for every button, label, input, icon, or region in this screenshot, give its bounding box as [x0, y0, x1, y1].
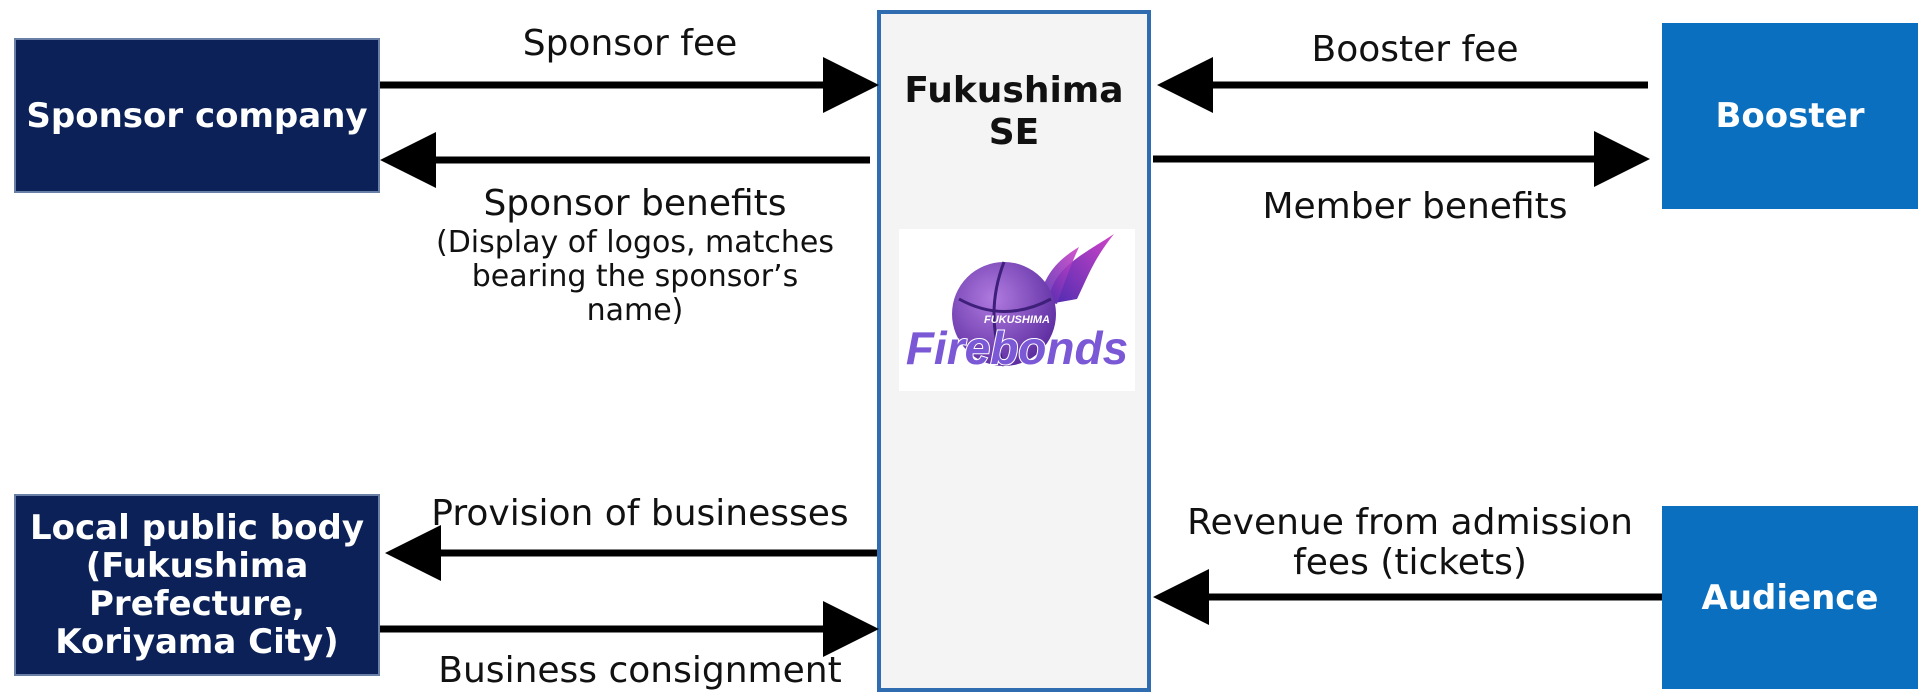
sponsor-company-label: Sponsor company: [26, 95, 368, 136]
fukushima-se-title: Fukushima SE: [904, 70, 1124, 153]
member-benefits-label: Member benefits: [1262, 186, 1568, 227]
provision-label: Provision of businesses: [431, 493, 849, 534]
local-public-body-box: Local public body (Fukushima Prefecture,…: [14, 494, 380, 676]
booster-box: Booster: [1662, 23, 1918, 209]
sponsor-company-box: Sponsor company: [14, 38, 380, 193]
audience-box: Audience: [1662, 506, 1918, 689]
booster-fee-label: Booster fee: [1311, 29, 1519, 70]
logo-main-text: Firebonds: [906, 322, 1128, 374]
local-public-body-label: Local public body (Fukushima Prefecture,…: [30, 508, 364, 662]
consignment-label: Business consignment: [438, 650, 842, 691]
sponsor-benefits-detail: (Display of logos, matches bearing the s…: [435, 225, 835, 328]
audience-label: Audience: [1701, 577, 1879, 618]
fukushima-se-column: Fukushima SE FUKUSHIMA Firebonds: [877, 10, 1151, 692]
booster-label: Booster: [1715, 96, 1865, 136]
sponsor-fee-label: Sponsor fee: [522, 23, 738, 64]
sponsor-benefits-label: Sponsor benefits: [483, 183, 787, 224]
logo-top-text: FUKUSHIMA: [984, 314, 1050, 326]
firebonds-logo: FUKUSHIMA Firebonds: [899, 229, 1135, 391]
revenue-label: Revenue from admission fees (tickets): [1187, 502, 1633, 583]
